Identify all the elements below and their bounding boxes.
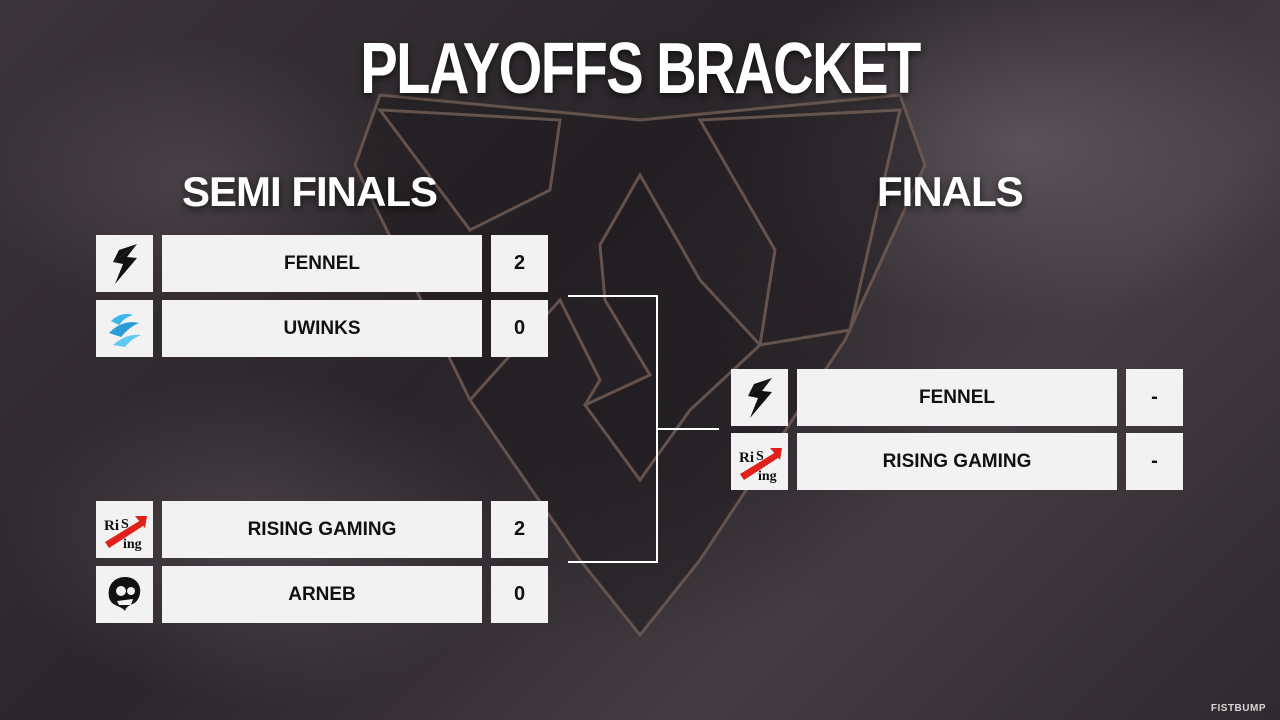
team-score: 0 — [491, 300, 548, 357]
arneb-logo — [96, 566, 153, 623]
team-name: RISING GAMING — [797, 433, 1117, 490]
team-name: ARNEB — [162, 566, 482, 623]
team-score: - — [1126, 369, 1183, 426]
team-name: FENNEL — [797, 369, 1117, 426]
svg-text:ing: ing — [758, 469, 777, 484]
svg-text:ing: ing — [123, 537, 142, 552]
team-name: UWINKS — [162, 300, 482, 357]
team-score: 0 — [491, 566, 548, 623]
team-name: RISING GAMING — [162, 501, 482, 558]
svg-text:S: S — [121, 517, 129, 532]
svg-text:Ri: Ri — [104, 518, 119, 534]
svg-text:S: S — [756, 449, 764, 464]
finals-heading: FINALS — [877, 168, 1024, 215]
svg-text:Ri: Ri — [739, 450, 754, 466]
uwinks-logo — [96, 300, 153, 357]
rising-gaming-logo: Ri S ing — [731, 433, 788, 490]
page-title: PLAYOFFS BRACKET — [360, 29, 921, 109]
team-score: 2 — [491, 501, 548, 558]
watermark: FISTBUMP — [1210, 703, 1266, 714]
rising-gaming-logo: Ri S ing — [96, 501, 153, 558]
team-score: 2 — [491, 235, 548, 292]
semi-finals-heading: SEMI FINALS — [182, 168, 438, 215]
team-score: - — [1126, 433, 1183, 490]
fennel-logo — [96, 235, 153, 292]
team-name: FENNEL — [162, 235, 482, 292]
fennel-logo — [731, 369, 788, 426]
